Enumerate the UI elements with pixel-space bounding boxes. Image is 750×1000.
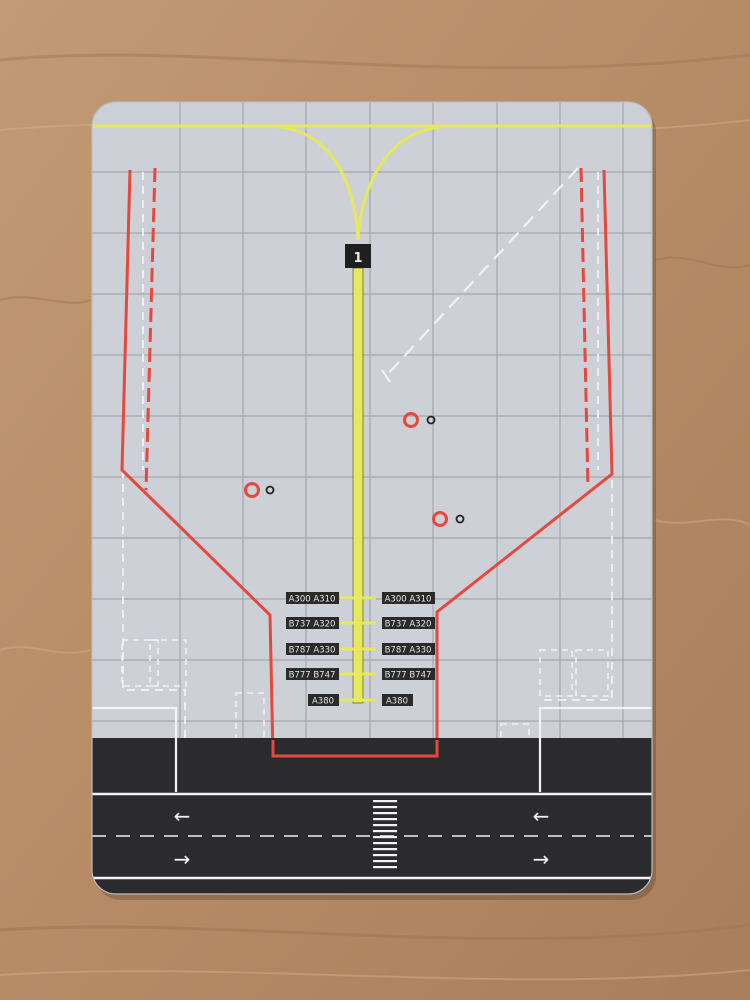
stop-label-left-4: B777 B747 [289, 671, 336, 681]
arrow-right-icon: → [174, 847, 191, 871]
stop-label-right-5: A380 [386, 697, 408, 707]
stop-label-right-4: B777 B747 [385, 671, 432, 681]
stop-label-left-5: A380 [312, 697, 334, 707]
mat-edge [91, 101, 653, 895]
taxiway-road: ← → ← → [92, 706, 652, 894]
arrow-right-icon: → [533, 847, 550, 871]
arrow-left-icon: ← [533, 804, 550, 828]
stop-label-right-2: B737 A320 [385, 620, 432, 630]
pedestrian-crosswalk [373, 800, 397, 869]
stop-bars [340, 596, 376, 702]
stand-number-sign: 1 [345, 244, 371, 268]
stop-label-left-1: A300 A310 [289, 595, 336, 605]
stop-label-right-1: A300 A310 [385, 595, 432, 605]
stop-label-left-3: B787 A330 [289, 646, 336, 656]
parking-corner-marks [121, 639, 609, 775]
dashed-clearance-lines [122, 172, 613, 756]
ground-marker-circles [244, 412, 465, 527]
aircraft-stop-labels: A300 A310 A300 A310 B737 A320 B737 A320 … [286, 592, 435, 707]
apron-mat: 1 [92, 102, 652, 894]
stand-number: 1 [353, 251, 362, 266]
apron-grid [92, 102, 652, 740]
stop-label-left-2: B737 A320 [289, 620, 336, 630]
stop-label-right-3: B787 A330 [385, 646, 432, 656]
dashed-guide-line [381, 167, 579, 383]
arrow-left-icon: ← [174, 804, 191, 828]
